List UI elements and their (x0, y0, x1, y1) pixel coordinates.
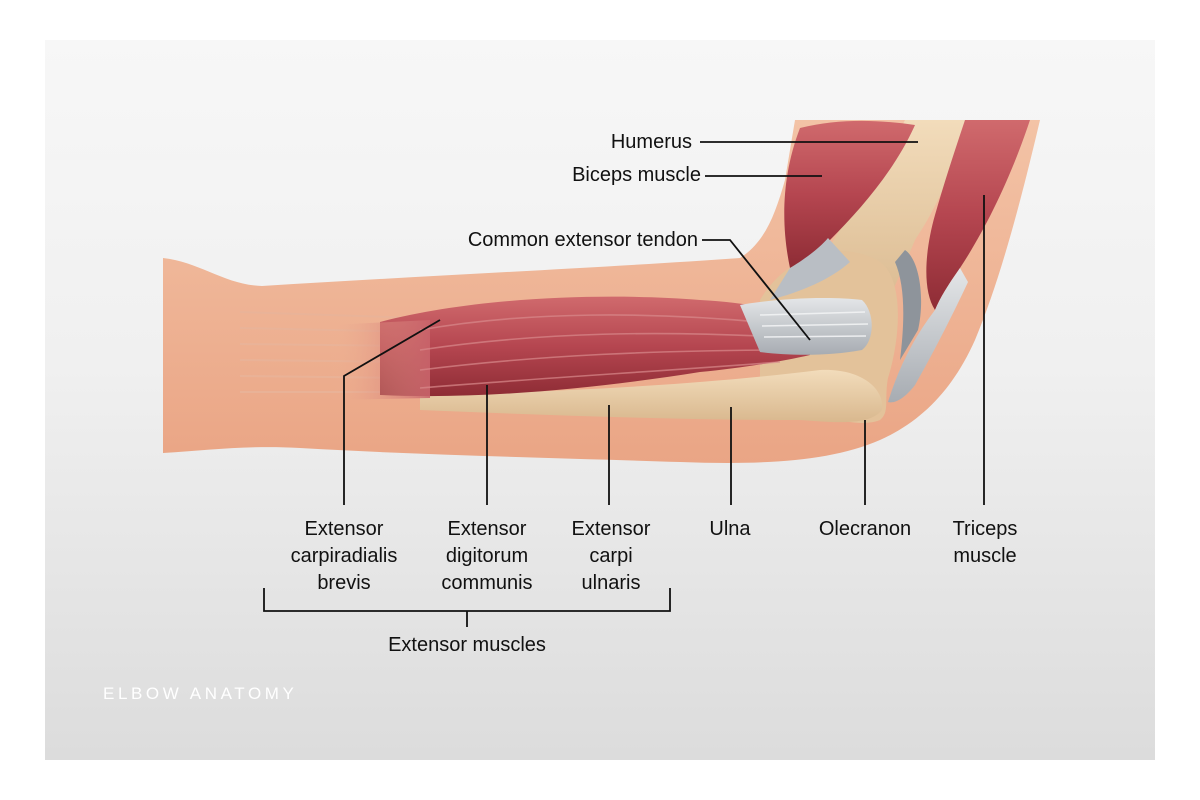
extensor-muscle-mass (380, 296, 810, 397)
extensor-fade (330, 320, 430, 400)
biceps-tendon (770, 238, 850, 300)
deep-tendon (895, 250, 922, 360)
tendon-fibres (759, 311, 869, 338)
label-biceps-muscle: Biceps muscle (572, 164, 701, 186)
biceps-muscle (784, 120, 915, 268)
label-humerus: Humerus (610, 131, 692, 153)
muscle-striations (419, 314, 801, 389)
label-extensor-muscles: Extensor muscles (388, 634, 546, 656)
triceps-muscle (926, 120, 1030, 310)
ulna-bone (420, 369, 883, 423)
common-extensor-tendon (740, 297, 872, 355)
label-ulna: Ulna (709, 518, 751, 540)
triceps-tendon (888, 268, 968, 403)
leader-lines (263, 141, 985, 627)
caption-elbow-anatomy: ELBOW ANATOMY (103, 684, 298, 703)
label-olecranon: Olecranon (818, 518, 912, 540)
label-common-extensor-tendon: Common extensor tendon (467, 229, 698, 251)
